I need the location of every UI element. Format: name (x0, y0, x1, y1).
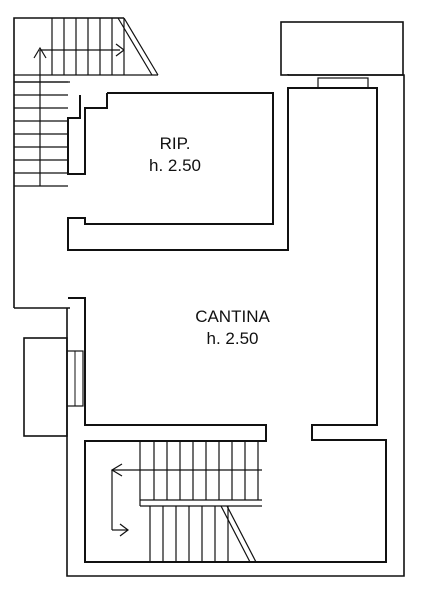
stair-steps-lower (149, 506, 229, 562)
left-annex (23, 337, 84, 437)
stair-steps-vertical (14, 81, 68, 187)
rip-room-name: RIP. (159, 134, 191, 153)
rip-room-label: RIP. h. 2.50 (120, 133, 230, 177)
rip-room-height: h. 2.50 (149, 156, 201, 175)
outer-walls (13, 17, 405, 577)
top-left-staircase (14, 17, 159, 187)
bottom-staircase (110, 441, 262, 563)
top-right-block (280, 21, 404, 76)
window (317, 77, 369, 89)
stair-arrow-icon (110, 463, 123, 477)
cantina-room-label: CANTINA h. 2.50 (170, 306, 295, 350)
rip-room-walls (67, 77, 387, 563)
stair-arrow-icon (33, 46, 47, 59)
stair-steps-horizontal (51, 18, 125, 75)
cantina-room-height: h. 2.50 (206, 329, 259, 348)
cantina-room-name: CANTINA (195, 307, 270, 326)
